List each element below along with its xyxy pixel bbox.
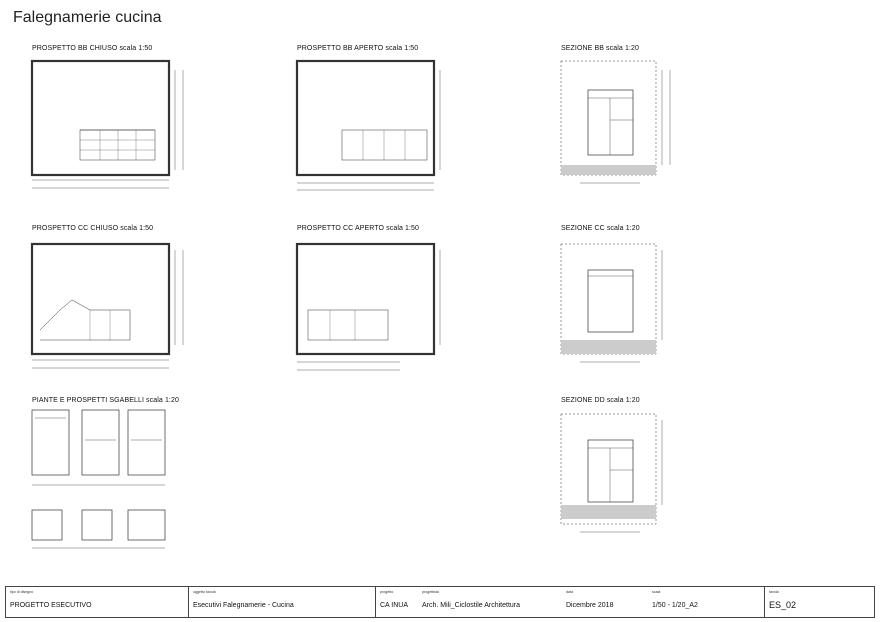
progettista-label: progettista xyxy=(422,590,439,594)
section-title-sezione-cc: SEZIONE CC scala 1:20 xyxy=(561,225,640,232)
title-block-progettista: progettista Arch. Mili_Ciclostile Archit… xyxy=(420,587,560,617)
title-block-oggetto: oggetto tavola Esecutivi Falegnamerie - … xyxy=(188,587,370,617)
title-block-tavola: tavola ES_02 xyxy=(764,587,874,617)
scala-label: scala xyxy=(652,590,661,594)
elevation-cc-closed xyxy=(30,242,184,369)
section-title-sezione-bb: SEZIONE BB scala 1:20 xyxy=(561,45,639,52)
section-title-cc-aperto: PROSPETTO CC APERTO scala 1:50 xyxy=(297,225,420,232)
data-label: data xyxy=(566,590,573,594)
scala-value: 1/50 - 1/20_A2 xyxy=(652,602,698,609)
section-title-cc-chiuso: PROSPETTO CC CHIUSO scala 1:50 xyxy=(32,225,154,232)
progetto-value: CA INUA xyxy=(380,602,409,609)
title-block-tipo: tipo di disegno PROGETTO ESECUTIVO xyxy=(6,587,184,617)
section-bb xyxy=(560,60,671,184)
section-title-bb-chiuso: PROSPETTO BB CHIUSO scala 1:50 xyxy=(32,45,153,52)
tavola-value: ES_02 xyxy=(769,600,797,610)
data-value: Dicembre 2018 xyxy=(566,602,614,609)
title-block: tipo di disegno PROGETTO ESECUTIVO ogget… xyxy=(5,586,875,618)
stools-plans-elevations xyxy=(31,409,166,549)
page-title: Falegnamerie cucina xyxy=(13,9,162,26)
section-dd xyxy=(560,413,663,533)
tipo-label: tipo di disegno xyxy=(10,590,34,594)
title-block-progetto: progetto CA INUA xyxy=(375,587,420,617)
title-block-data: data Dicembre 2018 xyxy=(560,587,648,617)
oggetto-label: oggetto tavola xyxy=(193,590,216,594)
section-title-bb-aperto: PROSPETTO BB APERTO scala 1:50 xyxy=(297,45,419,52)
tipo-value: PROGETTO ESECUTIVO xyxy=(10,602,92,609)
progettista-value: Arch. Mili_Ciclostile Architettura xyxy=(422,602,521,609)
progetto-label: progetto xyxy=(380,590,394,594)
section-title-sgabelli: PIANTE E PROSPETTI SGABELLI scala 1:20 xyxy=(32,397,179,404)
technical-drawing-sheet xyxy=(30,59,671,549)
elevation-bb-open xyxy=(295,59,441,191)
oggetto-value: Esecutivi Falegnamerie - Cucina xyxy=(193,602,294,609)
elevation-bb-closed xyxy=(30,59,184,189)
title-block-scala: scala 1/50 - 1/20_A2 xyxy=(648,587,760,617)
elevation-cc-open xyxy=(295,242,441,371)
tavola-label: tavola xyxy=(769,590,779,594)
section-cc xyxy=(560,243,663,363)
section-title-sezione-dd: SEZIONE DD scala 1:20 xyxy=(561,397,640,404)
